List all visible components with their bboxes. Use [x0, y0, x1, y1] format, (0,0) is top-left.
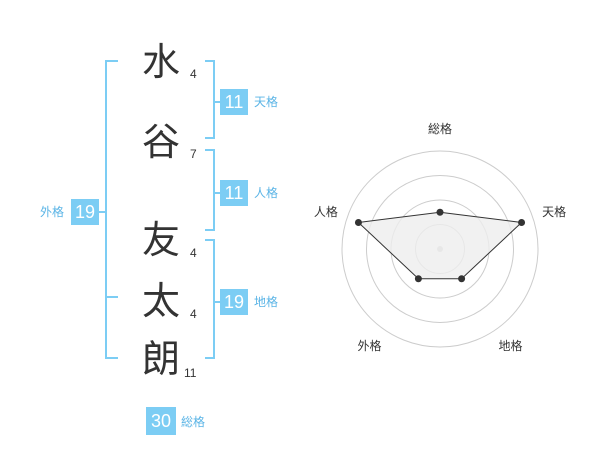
- radar-axis-label-4: 外格: [357, 339, 382, 354]
- radar-axis-label-1: 総格: [428, 122, 453, 136]
- tenkaku-bracket: [205, 60, 220, 139]
- radar-ring-4: [341, 150, 539, 348]
- radar-point-2: [518, 219, 526, 227]
- radar-point-1: [436, 208, 444, 216]
- radar-point-4: [414, 275, 422, 283]
- name-char-3: 友: [142, 218, 181, 262]
- jinkaku-bracket: [205, 149, 220, 231]
- jinkaku-label: 人格: [254, 186, 279, 200]
- gaikaku-value-badge: 19: [71, 199, 99, 225]
- jinkaku-value-badge: 11: [220, 180, 248, 206]
- stroke-count-2: 7: [190, 147, 197, 161]
- name-char-4: 太: [142, 279, 181, 323]
- stroke-count-1: 4: [190, 67, 197, 81]
- radar-point-5: [354, 219, 362, 227]
- stroke-count-5: 11: [184, 366, 197, 380]
- name-char-1: 水: [142, 40, 181, 84]
- tenkaku-label: 天格: [254, 95, 279, 109]
- soukaku-value-badge: 30: [146, 407, 176, 435]
- stroke-count-3: 4: [190, 246, 197, 260]
- name-char-2: 谷: [142, 120, 181, 164]
- radar-axis-label-5: 人格: [313, 204, 338, 219]
- gaikaku-label: 外格: [40, 205, 65, 219]
- name-char-5: 朗: [142, 337, 181, 381]
- radar-point-3: [458, 275, 466, 283]
- chikaku-bracket: [205, 239, 220, 359]
- radar-polygon: [357, 211, 523, 280]
- soukaku-label: 総格: [181, 415, 206, 429]
- chikaku-label: 地格: [254, 295, 279, 309]
- tenkaku-value-badge: 11: [220, 89, 248, 115]
- radar-axis-label-3: 地格: [498, 339, 523, 354]
- radar-ring-3: [366, 175, 514, 323]
- stroke-count-4: 4: [190, 307, 197, 321]
- radar-axis-label-2: 天格: [542, 204, 567, 219]
- chikaku-value-badge: 19: [220, 289, 248, 315]
